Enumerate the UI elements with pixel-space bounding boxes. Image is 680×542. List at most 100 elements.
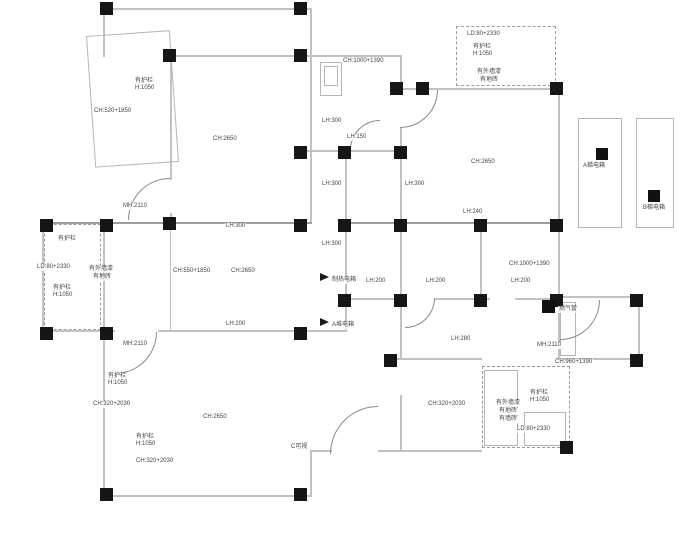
wall-segment — [400, 298, 402, 360]
column-marker — [550, 82, 563, 95]
plan-label: CH:520+1850 — [93, 108, 133, 115]
column-marker — [294, 488, 307, 501]
plan-label: H:1050 — [107, 380, 129, 387]
plan-label: C可视 — [290, 444, 309, 451]
column-marker — [338, 294, 351, 307]
wall-segment — [310, 450, 312, 497]
plan-label: 有外墙漆 — [495, 400, 522, 407]
plan-label: CH:2650 — [470, 159, 496, 166]
wall-segment — [338, 298, 405, 300]
wall-segment — [558, 298, 560, 358]
plan-label: LD:80+2330 — [466, 31, 501, 38]
electric-box-icon — [320, 318, 329, 326]
plan-label: CH:320+2030 — [135, 458, 175, 465]
door-arc — [400, 90, 438, 128]
wall-segment — [558, 296, 640, 298]
column-marker — [100, 488, 113, 501]
column-marker — [294, 327, 307, 340]
wall-segment — [400, 222, 402, 298]
column-marker — [630, 354, 643, 367]
solid-marker — [542, 300, 555, 313]
fixture-outline — [636, 118, 674, 228]
plan-label: H:1050 — [529, 397, 551, 404]
plan-label: LH:300 — [321, 118, 343, 125]
balcony-outline — [456, 26, 556, 86]
plan-label: 有护栏 — [57, 236, 78, 243]
balcony-outline — [482, 366, 570, 448]
plan-label: 有地砖 — [92, 274, 113, 281]
column-marker — [40, 327, 53, 340]
door-arc — [330, 406, 378, 454]
column-marker — [474, 219, 487, 232]
column-marker — [416, 82, 429, 95]
plan-label: 有地砖 — [498, 408, 519, 415]
wall-segment — [400, 88, 560, 90]
plan-label: CH:320+2030 — [92, 401, 132, 408]
plan-label: H:1050 — [135, 441, 157, 448]
wall-segment — [103, 495, 312, 497]
plan-label: LH:200 — [225, 321, 247, 328]
wall-segment — [310, 57, 312, 152]
plan-label: LH:300 — [321, 181, 343, 188]
wall-segment — [170, 222, 171, 332]
plan-label: CH:1000+1390 — [342, 58, 385, 65]
plan-label: 有护栏 — [52, 285, 73, 292]
wall-segment — [400, 128, 402, 224]
wall-segment — [558, 88, 560, 300]
column-marker — [163, 49, 176, 62]
column-marker — [338, 219, 351, 232]
plan-label: 有护栏 — [472, 44, 493, 51]
plan-label: 有护栏 — [134, 78, 155, 85]
fixture-outline — [324, 66, 338, 86]
electric-box-icon — [320, 273, 329, 281]
door-arc — [405, 298, 435, 328]
plan-label: LH:280 — [450, 336, 472, 343]
wall-segment — [638, 296, 640, 360]
plan-label: MH:2110 — [122, 203, 148, 210]
plan-label: LH:200 — [365, 278, 387, 285]
column-marker — [630, 294, 643, 307]
column-marker — [338, 146, 351, 159]
plan-label: 有护栏 — [529, 390, 550, 397]
plan-label: LD:80+2330 — [36, 264, 71, 271]
column-marker — [384, 354, 397, 367]
column-marker — [100, 219, 113, 232]
plan-label: 有地砖 — [479, 77, 500, 84]
column-marker — [394, 294, 407, 307]
wall-segment — [163, 55, 402, 57]
plan-label: LH:300 — [404, 181, 426, 188]
plan-label: H:1050 — [52, 292, 74, 299]
wall-segment — [42, 222, 44, 332]
plan-label: H:1050 — [472, 51, 494, 58]
wall-segment — [556, 358, 640, 360]
plan-label: A堆电箱 — [331, 322, 356, 329]
plan-label: CH:550+1850 — [172, 268, 212, 275]
door-arc — [128, 178, 170, 220]
plan-label: CH:1000+1390 — [508, 261, 551, 268]
column-marker — [294, 146, 307, 159]
wall-segment — [400, 395, 402, 452]
plan-label: CH:2650 — [230, 268, 256, 275]
plan-label: 有外墙漆 — [88, 266, 115, 273]
plan-label: 制热电箱 — [331, 277, 358, 284]
plan-label: H:1050 — [134, 85, 156, 92]
solid-marker — [596, 148, 608, 160]
fixture-outline — [320, 62, 342, 96]
wall-segment — [40, 222, 312, 224]
plan-label: B梯电箱 — [642, 205, 667, 212]
wall-segment — [310, 450, 332, 452]
plan-label: 有墙砖 — [498, 416, 519, 423]
wall-segment — [345, 150, 347, 332]
plan-label: 有护栏 — [107, 373, 128, 380]
column-marker — [294, 2, 307, 15]
wall-segment — [390, 358, 482, 360]
wall-segment — [480, 222, 482, 298]
column-marker — [390, 82, 403, 95]
column-marker — [100, 327, 113, 340]
plan-label: 有护栏 — [135, 434, 156, 441]
wall-segment — [378, 450, 482, 452]
fixture-outline — [578, 118, 622, 228]
plan-label: CH:320+2030 — [427, 401, 467, 408]
column-marker — [394, 219, 407, 232]
wall-segment — [42, 330, 105, 332]
